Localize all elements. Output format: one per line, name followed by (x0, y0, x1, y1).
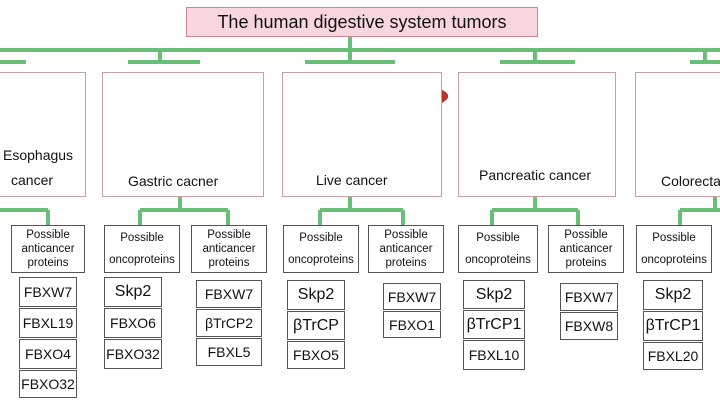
header-line: Possible (652, 232, 696, 244)
group-header-gastric-anticancer: Possible anticancer proteins (191, 225, 267, 273)
group-header-colorectal-oncoproteins: Possible oncoproteins (636, 225, 712, 273)
protein-pancreatic-fbxw7: FBXW7 (560, 283, 618, 311)
header-line: oncoproteins (641, 254, 707, 266)
cancer-panel-gastric (102, 72, 264, 197)
cancer-panel-colorectal (635, 72, 720, 197)
cancer-label-esophagus-line2: cancer (11, 172, 54, 188)
cancer-label-colorectal: Colorecta (661, 173, 720, 189)
header-line: anticancer (559, 243, 613, 255)
protein-gastric-fbxo32: FBXO32 (104, 339, 162, 369)
header-line: proteins (565, 257, 607, 269)
cancer-label-gastric: Gastric cacner (128, 173, 219, 189)
header-line: proteins (208, 257, 250, 269)
protein-pancreatic-btrcp1: βTrCP1 (463, 310, 525, 339)
group-header-esophagus-anticancer: Possible anticancer proteins (11, 225, 85, 273)
header-line: Possible (299, 232, 343, 244)
protein-colorectal-skp2: Skp2 (643, 280, 703, 310)
header-line: Possible (207, 229, 251, 241)
group-header-liver-oncoproteins: Possible oncoproteins (283, 225, 359, 273)
header-line: anticancer (202, 243, 256, 255)
cancer-label-esophagus-line1: Esophagus (3, 147, 74, 163)
cancer-panel-esophagus (0, 72, 86, 197)
protein-esophagus-fbxo4: FBXO4 (19, 339, 77, 369)
protein-gastric-fbxw7: FBXW7 (196, 280, 262, 308)
cancer-label-liver: Live cancer (316, 172, 388, 188)
header-line: Possible (120, 232, 164, 244)
protein-liver-fbxo5: FBXO5 (287, 341, 345, 369)
protein-liver-btrcp: βTrCP (287, 311, 345, 340)
diagram-title: The human digestive system tumors (186, 7, 538, 37)
header-line: Possible (384, 229, 428, 241)
protein-colorectal-btrcp1: βTrCP1 (643, 311, 703, 341)
cancer-panel-pancreatic (458, 72, 616, 197)
header-line: anticancer (21, 243, 75, 255)
group-header-gastric-oncoproteins: Possible oncoproteins (104, 225, 180, 273)
header-line: anticancer (379, 243, 433, 255)
protein-gastric-skp2: Skp2 (104, 277, 162, 307)
group-header-liver-anticancer: Possible anticancer proteins (368, 225, 444, 273)
protein-esophagus-fbxw7: FBXW7 (19, 277, 77, 307)
protein-pancreatic-fbxl10: FBXL10 (463, 340, 525, 370)
header-line: Possible (564, 229, 608, 241)
protein-gastric-fbxl5: FBXL5 (196, 338, 262, 366)
header-line: oncoproteins (465, 254, 531, 266)
group-header-pancreatic-oncoproteins: Possible oncoproteins (458, 225, 538, 273)
protein-gastric-fbxo6: FBXO6 (104, 308, 162, 338)
header-line: oncoproteins (109, 254, 175, 266)
protein-liver-skp2: Skp2 (287, 280, 345, 310)
protein-esophagus-fbxl19: FBXL19 (19, 308, 77, 338)
protein-esophagus-fbxo32: FBXO32 (19, 370, 77, 398)
header-line: proteins (385, 257, 427, 269)
header-line: Possible (476, 232, 520, 244)
protein-liver-fbxo1: FBXO1 (383, 311, 441, 338)
protein-colorectal-fbxl20: FBXL20 (643, 342, 703, 370)
header-line: oncoproteins (288, 254, 354, 266)
connectors (0, 37, 720, 225)
protein-pancreatic-skp2: Skp2 (463, 280, 525, 309)
header-line: proteins (27, 257, 69, 269)
header-line: Possible (26, 229, 70, 241)
cancer-label-pancreatic: Pancreatic cancer (479, 167, 592, 183)
protein-liver-fbxw7: FBXW7 (383, 283, 441, 310)
cancer-panel-liver (282, 72, 442, 197)
group-header-pancreatic-anticancer: Possible anticancer proteins (548, 225, 624, 273)
protein-gastric-btrcp2: βTrCP2 (196, 309, 262, 337)
protein-pancreatic-fbxw8: FBXW8 (560, 312, 618, 340)
